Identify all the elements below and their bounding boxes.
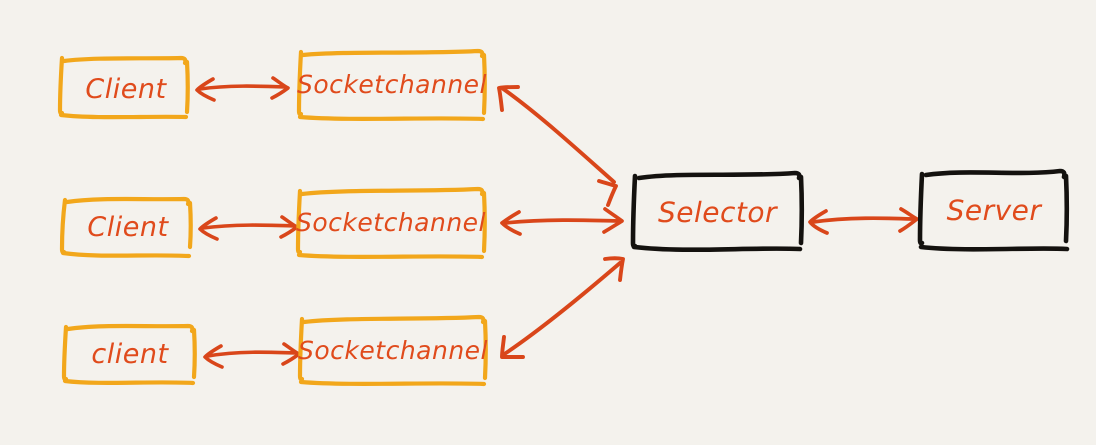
node-client-1[interactable] bbox=[58, 50, 192, 120]
node-client-2[interactable] bbox=[60, 192, 194, 260]
node-selector[interactable] bbox=[630, 168, 805, 254]
node-socket-1[interactable] bbox=[296, 46, 488, 122]
node-shape-client-1 bbox=[57, 55, 190, 120]
node-client-3[interactable] bbox=[62, 319, 198, 387]
node-server[interactable] bbox=[917, 166, 1070, 254]
edge-shape-socket3-selector bbox=[500, 256, 625, 359]
node-shape-client-2 bbox=[59, 196, 193, 259]
edge-shape-selector-server bbox=[808, 207, 919, 235]
edge-shape-client3-socket3 bbox=[203, 342, 301, 369]
node-shape-server bbox=[917, 168, 1070, 252]
edge-shape-client1-socket1 bbox=[195, 76, 290, 102]
edge-shape-socket2-selector bbox=[500, 207, 624, 236]
edge-shape-socket1-selector bbox=[497, 85, 618, 207]
node-socket-2[interactable] bbox=[295, 184, 487, 260]
node-shape-selector bbox=[630, 170, 805, 253]
node-socket-3[interactable] bbox=[297, 312, 489, 388]
node-shape-client-3 bbox=[61, 323, 197, 386]
node-shape-socket-3 bbox=[297, 314, 488, 387]
node-shape-socket-1 bbox=[296, 48, 487, 122]
edge-shape-client2-socket2 bbox=[198, 215, 299, 241]
node-shape-socket-2 bbox=[295, 186, 487, 260]
